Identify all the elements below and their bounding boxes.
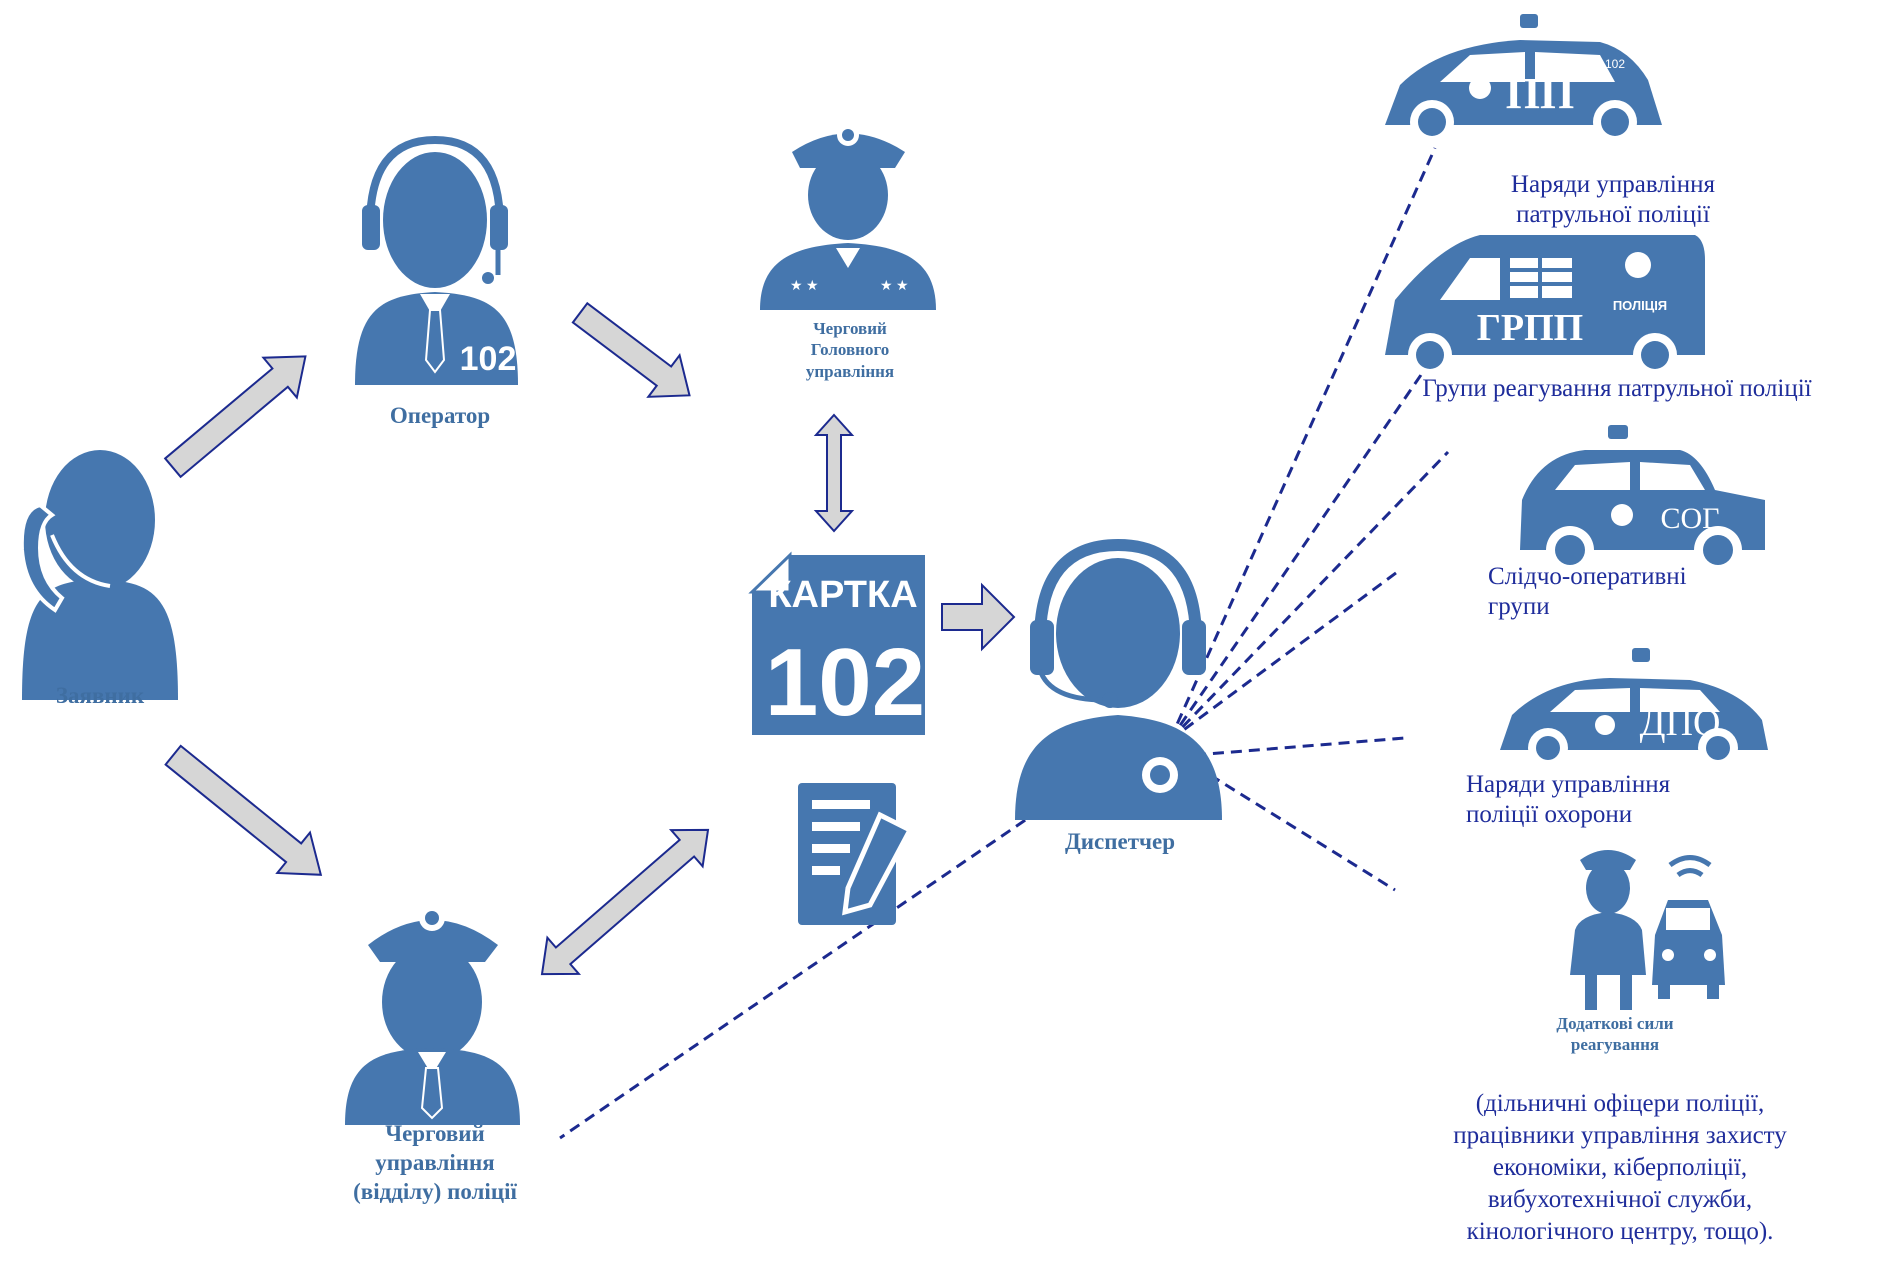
card-102-icon: КАРТКА 102 [748, 551, 925, 736]
local-duty-line-3: (відділу) поліції [353, 1178, 517, 1204]
card-title: КАРТКА [768, 574, 917, 616]
edit-document-icon [798, 783, 914, 925]
extra-forces-line-2: реагування [1570, 1035, 1660, 1055]
card-number: 102 [765, 629, 925, 736]
security-police-line-1: Наряди управління [1466, 771, 1671, 798]
investigation-groups-line-2: групи [1488, 593, 1550, 620]
applicant-icon [19, 450, 178, 700]
operator-icon [355, 135, 518, 385]
extra-caption-line-1: (дільничні офіцери поліції, [1475, 1090, 1765, 1117]
extra-caption-line-4: вибухотехнічної служби, [1487, 1186, 1753, 1213]
additional-forces-label: Додаткові сили реагування [1540, 1013, 1690, 1056]
arrow-local-dispatcher-bidirectional [540, 828, 710, 976]
security-police-caption: Наряди управління поліції охорони [1466, 770, 1746, 830]
additional-forces-caption: (дільничні офіцери поліції, працівники у… [1395, 1088, 1845, 1248]
response-van-tag: ПОЛІЦІЯ [1613, 298, 1667, 313]
patrol-car-tag: 102 [1605, 57, 1625, 71]
additional-forces-icon [1570, 850, 1725, 1010]
response-van-code: ГРПП [1477, 307, 1584, 349]
svg-text:★ ★: ★ ★ [880, 279, 909, 294]
arrow-chief-card-bidirectional [813, 413, 855, 533]
chief-duty-line-3: управління [805, 361, 895, 381]
chief-duty-officer-label: Черговий Головного управління [760, 318, 940, 382]
patrol-car-icon: ПП 102 [1385, 14, 1662, 144]
extra-caption-line-2: працівники управління захисту [1453, 1122, 1787, 1149]
dispatcher-icon [1015, 538, 1222, 820]
dispatch-lines [559, 147, 1450, 1140]
arrow-applicant-to-local [164, 744, 323, 876]
dispatcher-label: Диспетчер [1064, 829, 1175, 854]
investigation-car-icon: СОГ [1520, 425, 1765, 574]
chief-duty-line-1: Черговий [813, 319, 887, 338]
operator-label: Оператор [389, 403, 491, 428]
arrow-card-to-dispatcher [941, 582, 1016, 652]
response-van-icon: ГРПП ПОЛІЦІЯ [1385, 235, 1705, 377]
local-duty-line-1: Черговий [385, 1121, 485, 1146]
applicant-label: Заявник [55, 683, 145, 708]
patrol-units-line-2: патрульної поліції [1516, 201, 1710, 228]
flow-arrows [163, 301, 1016, 976]
svg-text:★ ★: ★ ★ [790, 279, 819, 294]
chief-duty-officer-icon: ★ ★ ★ ★ [760, 124, 936, 310]
security-police-line-2: поліції охорони [1466, 801, 1633, 828]
investigation-car-code: СОГ [1660, 502, 1719, 535]
patrol-units-caption: Наряди управління патрульної поліції [1468, 170, 1758, 230]
investigation-groups-line-1: Слідчо-оперативні [1488, 563, 1687, 590]
operator-badge-number: 102 [459, 340, 517, 378]
security-police-car-icon: ДПО [1500, 648, 1768, 768]
extra-caption-line-3: економіки, кіберполіції, [1492, 1154, 1748, 1181]
response-groups-caption: Групи реагування патрульної поліції [1422, 375, 1812, 402]
extra-forces-line-1: Додаткові сили [1556, 1014, 1674, 1033]
arrow-applicant-to-operator [163, 355, 307, 479]
local-duty-officer-icon [345, 905, 520, 1125]
patrol-units-line-1: Наряди управління [1510, 171, 1716, 198]
local-duty-officer-label: Черговий управління (відділу) поліції [320, 1120, 550, 1206]
investigation-groups-caption: Слідчо-оперативні групи [1488, 562, 1768, 622]
chief-duty-line-2: Головного [810, 340, 890, 360]
arrow-operator-to-chief [571, 301, 691, 398]
extra-caption-line-5: кінологічного центру, тощо). [1466, 1218, 1774, 1245]
local-duty-line-2: управління [375, 1149, 495, 1175]
patrol-car-code: ПП [1506, 69, 1574, 118]
security-police-car-code: ДПО [1640, 702, 1721, 744]
